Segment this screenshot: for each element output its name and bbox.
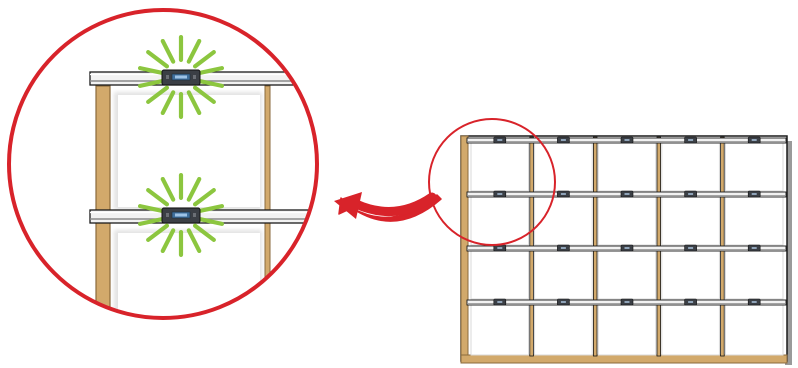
zoom-rails xyxy=(89,71,317,224)
light-ray xyxy=(146,85,170,104)
light-ray xyxy=(192,223,216,242)
grid-cell xyxy=(597,304,657,356)
connector-led xyxy=(560,139,566,141)
connector-led xyxy=(560,193,566,195)
connector-led xyxy=(751,301,757,303)
grid-cell xyxy=(661,196,720,246)
grid-cell xyxy=(661,304,720,356)
grid-cell xyxy=(724,142,784,192)
grid-cell xyxy=(724,250,784,300)
panel-edge-shadow xyxy=(785,141,792,365)
curved-arrow-icon xyxy=(334,192,442,222)
connector-led xyxy=(624,193,630,195)
light-ray xyxy=(137,66,166,76)
grid-cell xyxy=(470,304,530,356)
connector-led xyxy=(497,247,503,249)
light-ray xyxy=(146,50,170,69)
light-ray xyxy=(186,176,202,202)
connector-led xyxy=(560,301,566,303)
connector-led xyxy=(624,301,630,303)
grid-cell xyxy=(597,250,657,300)
connector-screw xyxy=(193,213,196,217)
connector-led xyxy=(688,193,694,195)
grid-cell xyxy=(661,142,720,192)
connector-led xyxy=(560,247,566,249)
connector-led xyxy=(497,301,503,303)
connector-led xyxy=(751,247,757,249)
light-ray xyxy=(146,188,170,207)
grid-cell xyxy=(534,304,593,356)
connector-screw xyxy=(166,213,169,217)
grid-cell xyxy=(534,196,593,246)
light-ray xyxy=(192,85,216,104)
light-ray xyxy=(160,38,176,64)
grid-cell xyxy=(724,196,784,246)
connector-led xyxy=(688,301,694,303)
connector-led xyxy=(624,247,630,249)
grid-cell xyxy=(470,142,530,192)
grid-cell xyxy=(534,250,593,300)
light-burst-icon xyxy=(137,173,225,257)
grid-cell xyxy=(597,196,657,246)
light-ray xyxy=(192,50,216,69)
connector-screw xyxy=(193,75,196,79)
light-ray xyxy=(160,90,176,116)
light-bursts xyxy=(137,34,225,257)
light-ray xyxy=(160,228,176,254)
light-ray xyxy=(160,176,176,202)
connector-led xyxy=(175,213,187,217)
connector-led xyxy=(688,139,694,141)
light-burst-icon xyxy=(137,34,225,120)
wood-bottom-plate xyxy=(460,354,788,364)
light-ray xyxy=(196,66,225,76)
light-ray xyxy=(196,78,225,88)
connector-led xyxy=(624,139,630,141)
light-ray xyxy=(186,90,202,116)
grid-cell xyxy=(470,250,530,300)
connector-led xyxy=(497,193,503,195)
connector-led xyxy=(497,139,503,141)
connector-led xyxy=(688,247,694,249)
highlight-circle-icon xyxy=(428,118,556,246)
connector-led xyxy=(751,193,757,195)
light-ray xyxy=(186,38,202,64)
connector-screw xyxy=(166,75,169,79)
light-ray xyxy=(196,204,225,214)
connector-led xyxy=(175,75,187,79)
light-ray xyxy=(146,223,170,242)
light-ray xyxy=(196,216,225,226)
connector-led xyxy=(751,139,757,141)
magnifier-circle-icon xyxy=(7,8,319,320)
grid-cell xyxy=(724,304,784,356)
grid-cells xyxy=(470,136,784,357)
light-ray xyxy=(186,228,202,254)
light-ray xyxy=(137,204,166,214)
grid-panel xyxy=(460,135,792,365)
light-ray xyxy=(137,78,166,88)
zoom-detail-view xyxy=(7,8,319,320)
light-ray xyxy=(137,216,166,226)
grid-cell xyxy=(597,142,657,192)
grid-connectors xyxy=(493,136,761,306)
light-ray xyxy=(192,188,216,207)
grid-cell xyxy=(534,142,593,192)
grid-cell xyxy=(661,250,720,300)
